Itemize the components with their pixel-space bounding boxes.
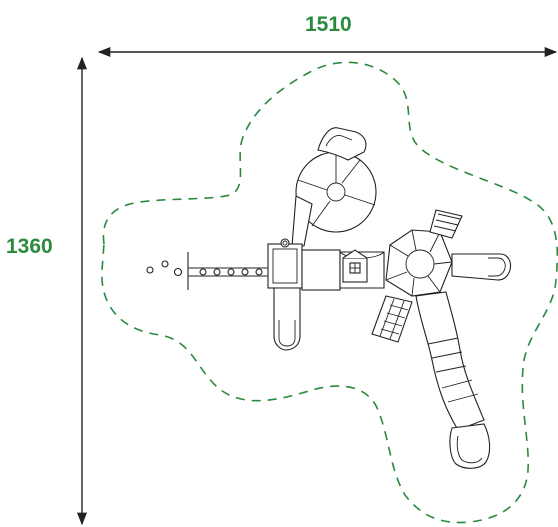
ladder [429,209,463,239]
balance-rope [187,252,268,290]
tube-slide [415,291,491,469]
width-dimension-label: 1510 [305,13,352,36]
hex-tower [385,229,453,297]
short-slide [273,287,301,351]
playhouse [342,249,368,283]
right-slide [451,253,512,281]
stepping-stones [146,260,183,277]
climbing-net [371,295,413,343]
safety-zone-boundary [101,61,558,524]
height-dimension-label: 1360 [6,235,53,258]
spiral-slide [291,127,377,247]
tower-deck [267,238,303,289]
